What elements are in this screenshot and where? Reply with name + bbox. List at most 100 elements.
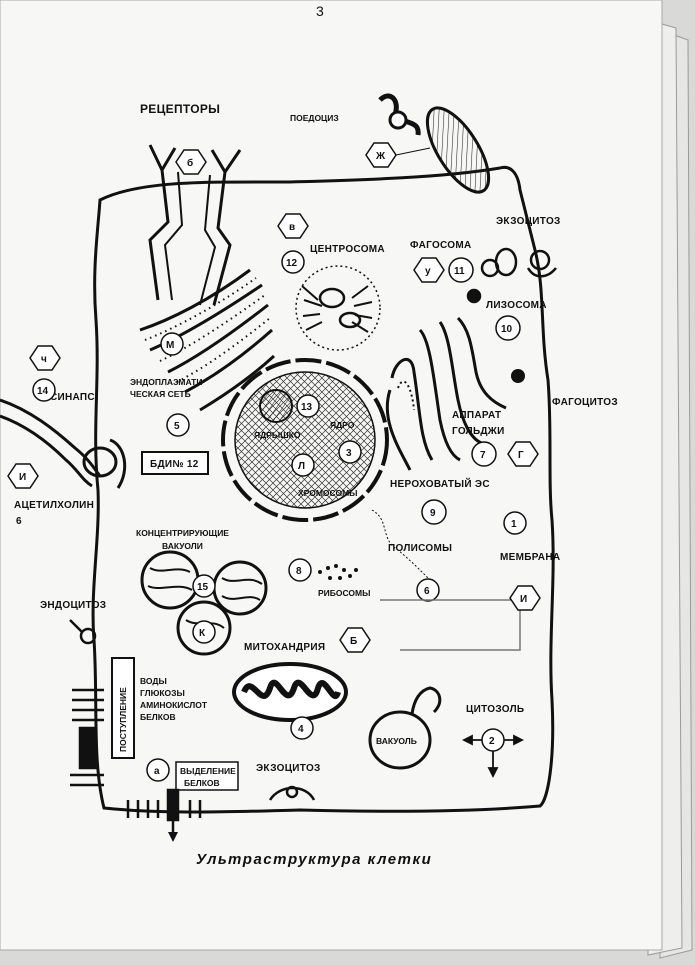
diagram-title: Ультраструктура клетки — [196, 851, 432, 868]
acetylcholine-label-1: АЦЕТИЛХОЛИН — [14, 500, 94, 511]
phagocytosis-label: ФАГОЦИТОЗ — [552, 397, 618, 408]
transport-channels — [70, 688, 104, 787]
svg-text:БЕЛКОВ: БЕЛКОВ — [184, 778, 220, 788]
centrosome-marker-b: 12 — [281, 250, 305, 274]
polysome-strand — [371, 509, 431, 581]
svg-text:7: 7 — [480, 450, 486, 461]
mitochondria-label: МИТОХАНДРИЯ — [244, 642, 325, 653]
svg-text:5: 5 — [174, 421, 180, 432]
mitochondrion — [232, 662, 348, 722]
svg-text:ВОДЫ: ВОДЫ — [140, 676, 167, 686]
er-marker-a: М — [160, 332, 184, 356]
nucleolus-label: ЯДРЫШКО — [254, 430, 301, 440]
golgi-marker-a: 7 — [471, 441, 497, 467]
svg-text:12: 12 — [286, 258, 298, 269]
receptors — [148, 144, 242, 306]
smooth-er-marker: 9 — [421, 499, 447, 525]
svg-text:11: 11 — [454, 266, 465, 277]
svg-text:13: 13 — [301, 402, 313, 413]
endocytosis-vesicle — [69, 619, 97, 645]
svg-text:1: 1 — [511, 519, 517, 530]
er-label-2: ЧЕСКАЯ СЕТЬ — [130, 389, 191, 399]
svg-text:Б: Б — [350, 636, 357, 647]
lysosome-label: ЛИЗОСОМА — [486, 300, 547, 311]
receptors-marker: б — [175, 149, 207, 175]
svg-text:10: 10 — [501, 324, 513, 335]
membrane-marker-a: 1 — [503, 511, 527, 535]
svg-text:14: 14 — [37, 386, 49, 397]
endocytosis-label: ЭНДОЦИТОЗ — [40, 600, 106, 611]
acetylcholine-label-2: 6 — [16, 516, 22, 527]
svg-text:И: И — [520, 594, 527, 605]
svg-text:М: М — [166, 340, 174, 351]
page-number: 3 — [316, 3, 324, 19]
nucleus-label: ЯДРО — [330, 420, 355, 430]
nucleus — [221, 358, 389, 522]
svg-text:6: 6 — [424, 586, 430, 597]
polysomes-label: ПОЛИСОМЫ — [388, 543, 452, 554]
phagocytosis-vesicle — [511, 369, 525, 383]
smooth-er-label: НЕРОХОВАТЫЙ ЭС — [390, 477, 490, 490]
svg-text:а: а — [154, 766, 160, 777]
ribosomes-marker: 8 — [288, 558, 312, 582]
cytoplasm-boundary — [380, 599, 521, 651]
vacuoles-marker-a: 15 — [192, 574, 216, 598]
synapse-marker-b: 14 — [32, 378, 56, 402]
svg-text:ПОСТУПЛЕНИЕ: ПОСТУПЛЕНИЕ — [118, 687, 128, 752]
svg-text:К: К — [199, 628, 206, 639]
svg-text:в: в — [289, 222, 295, 233]
nutrients-box: ВОДЫ ГЛЮКОЗЫ АМИНОКИСЛОТ БЕЛКОВ — [140, 676, 208, 722]
svg-text:ГЛЮКОЗЫ: ГЛЮКОЗЫ — [140, 688, 185, 698]
phagosome-marker-b: 11 — [448, 257, 474, 283]
synapse-marker-a: ч — [29, 345, 61, 371]
golgi-label-2: ГОЛЬДЖИ — [452, 426, 505, 437]
svg-text:15: 15 — [197, 582, 209, 593]
membrane-marker-b: И — [509, 585, 541, 611]
vacuoles-marker-b: К — [192, 620, 216, 644]
exocytosis-bottom-vesicle — [268, 785, 316, 801]
receptors-label: РЕЦЕПТОРЫ — [140, 102, 220, 116]
ribosomes — [318, 564, 358, 580]
svg-text:4: 4 — [298, 724, 304, 735]
lysosome-marker: 10 — [495, 315, 521, 341]
polysomes-marker: 6 — [416, 578, 440, 602]
mitochondria-marker-b: 4 — [290, 716, 314, 740]
svg-text:БДИ№ 12: БДИ№ 12 — [150, 459, 199, 470]
cell-membrane — [91, 165, 555, 814]
golgi-vesicle-top — [378, 93, 491, 194]
synapse-label: СИНАПС — [50, 392, 95, 403]
acetylcholine-marker: И — [7, 463, 39, 489]
golgi-marker-b: Г — [507, 441, 539, 467]
chromosomes-label: ХРОМОСОМЫ — [298, 488, 357, 498]
svg-text:Г: Г — [518, 450, 524, 461]
phagosome-label: ФАГОСОМА — [410, 240, 472, 251]
svg-text:АМИНОКИСЛОТ: АМИНОКИСЛОТ — [140, 700, 208, 710]
golgi-apparatus — [385, 316, 507, 471]
ribosomes-label: РИБОСОМЫ — [318, 588, 370, 598]
dna-box: БДИ№ 12 — [141, 451, 209, 475]
er-marker-b: 5 — [166, 413, 190, 437]
secretion-marker: а — [146, 758, 170, 782]
bottom-arrow — [168, 832, 178, 842]
exocytosis-top-label: ЭКЗОЦИТОЗ — [496, 216, 561, 227]
secretion-box: ВЫДЕЛЕНИЕ БЕЛКОВ — [175, 761, 239, 791]
er-label-1: ЭНДОПЛАЗМАТИ — [130, 377, 203, 387]
svg-text:Ж: Ж — [375, 151, 386, 162]
nucleolus-marker: 13 — [296, 394, 320, 418]
synapse — [0, 398, 127, 489]
svg-text:3: 3 — [346, 448, 352, 459]
svg-text:ч: ч — [41, 354, 47, 365]
cytosol-label: ЦИТОЗОЛЬ — [466, 704, 524, 715]
nucleus-marker: 3 — [338, 440, 362, 464]
membrane-label: МЕМБРАНА — [500, 552, 560, 563]
svg-text:б: б — [187, 157, 193, 169]
centrosome-label: ЦЕНТРОСОМА — [310, 244, 385, 255]
chromosomes-marker: Л — [291, 453, 315, 477]
svg-text:2: 2 — [489, 736, 495, 747]
phagosome-marker-a: у — [413, 257, 445, 283]
golgi-label-1: АППАРАТ — [452, 410, 501, 421]
svg-text:8: 8 — [296, 566, 302, 577]
vacuole-label: ВАКУОЛЬ — [376, 736, 417, 746]
svg-text:И: И — [19, 472, 26, 483]
